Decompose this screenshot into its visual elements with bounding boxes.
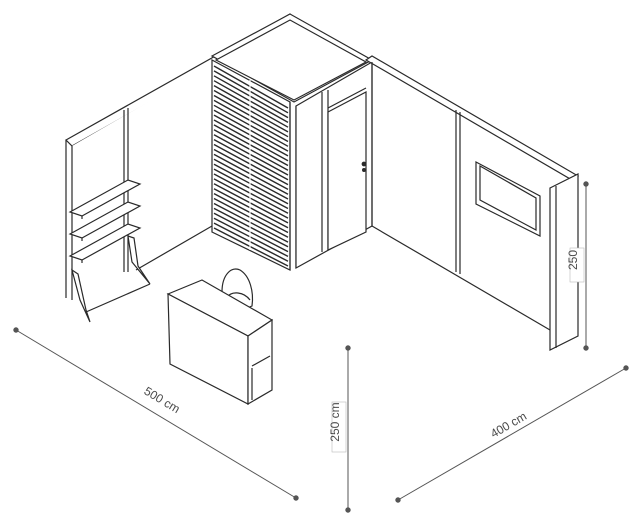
slat <box>213 124 289 167</box>
dimension-depth <box>395 365 629 503</box>
slat <box>213 75 289 119</box>
slat <box>213 148 289 191</box>
slat <box>213 197 289 238</box>
slat <box>213 207 289 248</box>
slat <box>213 109 289 152</box>
slat <box>213 143 289 186</box>
slat <box>213 99 289 143</box>
dimension-width <box>13 327 299 501</box>
dimension-wall-height <box>583 181 589 351</box>
slat <box>213 129 289 171</box>
dimension-width-label: 500 cm <box>137 380 187 420</box>
slat <box>213 158 289 200</box>
slat <box>213 173 289 214</box>
slat <box>213 104 289 147</box>
dimension-height-label: 250 cm <box>328 401 347 453</box>
slat <box>213 134 289 176</box>
slat <box>213 202 289 243</box>
slat <box>213 192 289 234</box>
slat <box>213 70 289 114</box>
slat <box>213 222 289 262</box>
slat <box>213 227 289 267</box>
shelving-unit <box>68 179 151 323</box>
slat <box>213 80 289 124</box>
slat <box>213 178 289 219</box>
dimension-wall-height-label: 250 <box>566 247 585 283</box>
slat <box>213 183 289 224</box>
slatted-wall-panel <box>211 58 291 271</box>
wall-height-label: 250 <box>566 250 580 270</box>
slat <box>213 119 289 162</box>
slat <box>213 168 289 210</box>
height-label: 250 cm <box>328 402 342 441</box>
slat <box>213 94 289 138</box>
slat <box>213 217 289 258</box>
slat <box>213 153 289 195</box>
reception-counter <box>166 279 274 406</box>
cabin-door <box>327 91 367 251</box>
dimension-height <box>345 345 351 513</box>
slat <box>213 212 289 253</box>
slat <box>213 84 289 128</box>
slat <box>213 65 289 109</box>
door-handle <box>361 161 367 167</box>
slat <box>213 188 289 229</box>
slat <box>213 163 289 205</box>
slat <box>213 138 289 181</box>
storage-cabin <box>210 13 374 270</box>
slat <box>213 89 289 133</box>
right-back-wall <box>364 55 580 351</box>
slat <box>213 114 289 157</box>
dimension-depth-label: 400 cm <box>483 405 533 443</box>
